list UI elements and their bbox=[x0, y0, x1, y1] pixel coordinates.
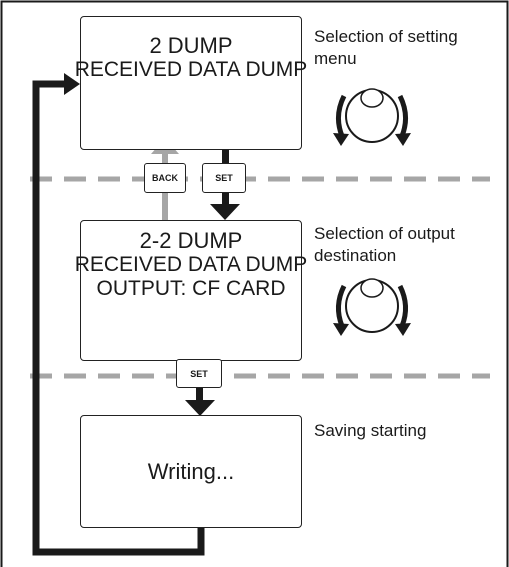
set-arrowhead-2 bbox=[185, 400, 215, 416]
screen-writing: Writing... bbox=[80, 415, 302, 528]
divider-2 bbox=[30, 373, 490, 379]
screen-line: RECEIVED DATA DUMP bbox=[74, 58, 308, 81]
screen-output-destination: 2-2 DUMP RECEIVED DATA DUMP OUTPUT: CF C… bbox=[75, 220, 307, 361]
set-button[interactable]: SET bbox=[176, 359, 222, 388]
caption-output-destination: Selection of output destination bbox=[314, 223, 455, 267]
caption-saving-starting: Saving starting bbox=[314, 420, 426, 442]
set-button[interactable]: SET bbox=[202, 163, 246, 193]
caption-line: Saving starting bbox=[314, 421, 427, 440]
screen-line: 2-2 DUMP bbox=[139, 228, 243, 253]
screen-line: 2 DUMP bbox=[149, 33, 233, 58]
back-button[interactable]: BACK bbox=[144, 163, 186, 193]
caption-line: destination bbox=[314, 246, 397, 265]
screen-line: OUTPUT: CF CARD bbox=[96, 277, 286, 300]
screen-setting-menu: 2 DUMP RECEIVED DATA DUMP bbox=[75, 16, 307, 150]
caption-line: Selection of output bbox=[314, 224, 455, 243]
caption-line: menu bbox=[314, 49, 357, 68]
rotary-dial-icon[interactable] bbox=[322, 78, 422, 154]
divider-1 bbox=[30, 176, 490, 182]
loop-arrowhead bbox=[64, 73, 80, 95]
caption-line: Selection of setting bbox=[314, 27, 458, 46]
caption-setting-menu: Selection of setting menu bbox=[314, 26, 458, 70]
set-arrowhead-1 bbox=[210, 204, 240, 220]
screen-line: RECEIVED DATA DUMP bbox=[74, 253, 308, 276]
rotary-dial-icon[interactable] bbox=[322, 268, 422, 344]
screen-line: Writing... bbox=[147, 458, 235, 484]
